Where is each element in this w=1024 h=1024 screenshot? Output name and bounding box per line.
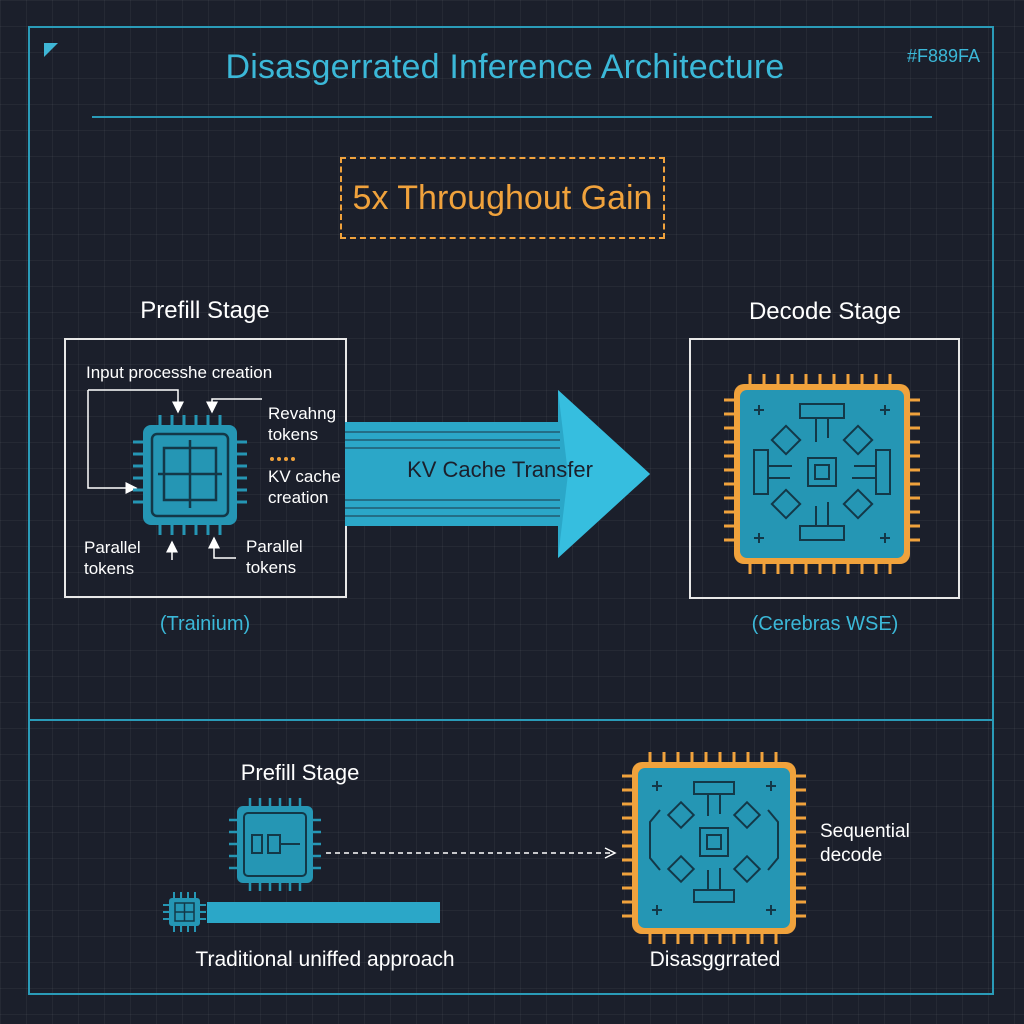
diagram-title: Disasgerrated Inference Architecture [225,48,785,86]
bottom-dashed-arrow [326,847,617,859]
prefill-chip-icon [133,415,247,535]
traditional-approach-label: Traditional uniffed approach [195,948,455,971]
bottom-prefill-title: Prefill Stage [240,760,360,785]
kv-transfer-arrow [345,390,650,558]
bottom-prefill-chip-icon [229,798,321,891]
prefill-hardware-label: (Trainium) [159,613,251,635]
label-parallel-tokens-left: Parallel tokens [84,538,141,578]
decode-stage-box [689,338,960,599]
decode-hardware-label: (Cerebras WSE) [751,613,899,635]
decode-chip-icon [724,374,920,574]
label-parallel-tokens-right: Parallel tokens [246,537,303,577]
prefill-annotation-arrows [87,389,262,560]
prefill-stage-title: Prefill Stage [140,297,270,324]
corner-triangle-icon [44,43,58,57]
title-underline [92,116,932,118]
bottom-decode-chip-icon [622,752,806,944]
label-kv-cache-creation: KV cache creation [268,467,341,507]
kv-transfer-label: KV Cache Transfer [407,457,593,482]
disaggregated-label: Disasggrrated [649,948,781,971]
outer-frame [28,26,994,995]
color-code-label: #F889FA [906,46,980,66]
decode-stage-title: Decode Stage [748,298,902,325]
traditional-bar [207,902,440,923]
gain-callout-text: 5x Throughout Gain [352,179,653,217]
section-divider [28,719,994,721]
sequential-decode-label: Sequential decode [820,821,910,866]
label-input-process: Input processhe creation [86,363,273,382]
traditional-chip-icon [163,892,206,932]
kv-dots [270,457,295,461]
label-revahng-tokens: Revahng tokens [268,404,337,444]
gain-callout-box [340,157,665,239]
